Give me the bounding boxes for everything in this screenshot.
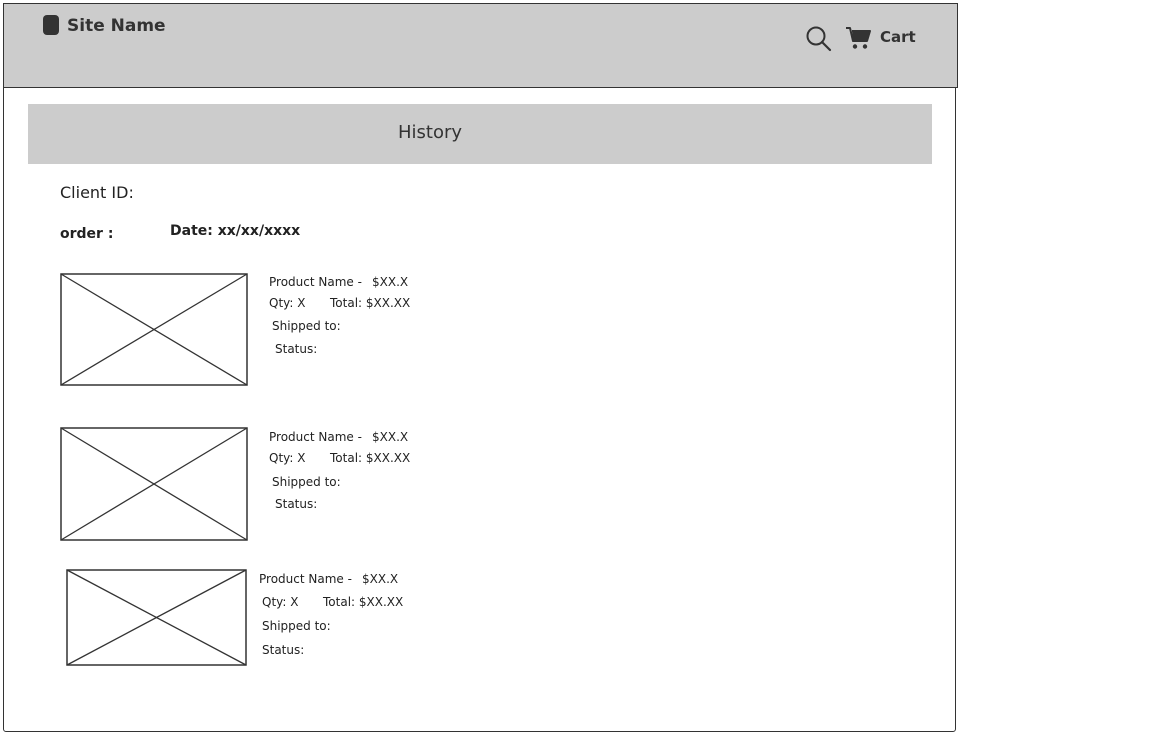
search-icon[interactable]: [805, 25, 833, 53]
order-status: Status:: [275, 342, 318, 356]
order-date: Date: xx/xx/xxxx: [170, 223, 301, 239]
product-qty: Qty: X: [269, 451, 306, 465]
product-qty: Qty: X: [269, 296, 306, 310]
product-total: Total: $XX.XX: [330, 296, 411, 310]
history-banner: History: [28, 104, 932, 164]
product-image-placeholder[interactable]: [60, 273, 248, 386]
product-name: Product Name -: [269, 430, 362, 444]
product-price: $XX.X: [362, 572, 399, 586]
order-status: Status:: [275, 497, 318, 511]
site-name[interactable]: Site Name: [67, 16, 166, 36]
product-total: Total: $XX.XX: [323, 595, 404, 609]
product-image-placeholder[interactable]: [66, 569, 247, 666]
shipped-to: Shipped to:: [272, 475, 341, 489]
page-title: History: [397, 122, 463, 143]
product-price: $XX.X: [372, 275, 409, 289]
site-header: [3, 3, 958, 88]
client-id-label: Client ID:: [60, 183, 134, 202]
cart-icon[interactable]: [845, 26, 872, 50]
product-qty: Qty: X: [262, 595, 299, 609]
shipped-to: Shipped to:: [262, 619, 331, 633]
shipped-to: Shipped to:: [272, 319, 341, 333]
order-status: Status:: [262, 643, 305, 657]
product-total: Total: $XX.XX: [330, 451, 411, 465]
product-image-placeholder[interactable]: [60, 427, 248, 541]
order-label: order :: [60, 226, 114, 242]
cart-link[interactable]: Cart: [880, 28, 916, 46]
product-name: Product Name -: [259, 572, 352, 586]
logo-icon[interactable]: [43, 15, 59, 35]
product-price: $XX.X: [372, 430, 409, 444]
product-name: Product Name -: [269, 275, 362, 289]
